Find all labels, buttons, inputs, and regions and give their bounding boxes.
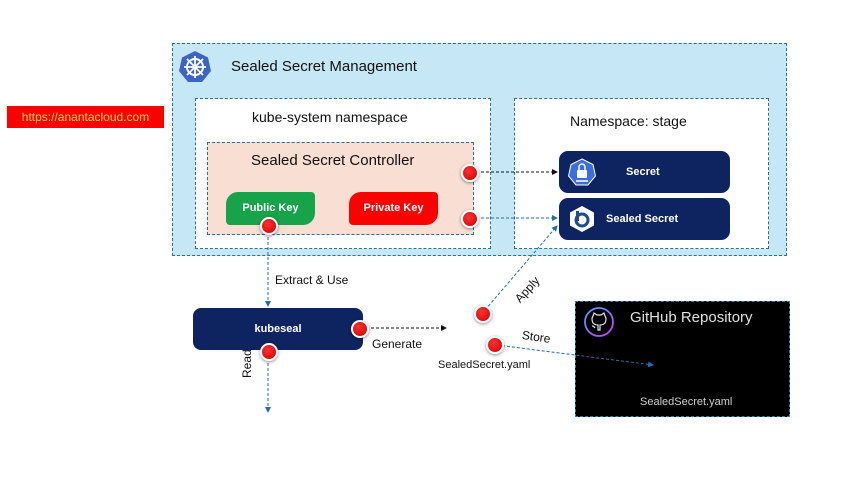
- generate-label: Generate: [372, 337, 423, 351]
- github-octocat-icon: [584, 307, 614, 337]
- connector-dot-store[interactable]: [486, 336, 504, 354]
- private-key-node[interactable]: Private Key: [349, 192, 438, 225]
- sealed-secret-yaml-label: SealedSecret.yaml: [438, 359, 531, 371]
- apply-arrow: [484, 225, 558, 311]
- connector-dot-public-key[interactable]: [260, 217, 278, 235]
- bitnami-icon: [570, 206, 594, 232]
- secret-label: Secret: [626, 166, 660, 178]
- github-repository-box[interactable]: [575, 301, 790, 417]
- connector-dot-kubeseal-generate[interactable]: [351, 320, 369, 338]
- connector-dot-kubeseal-read[interactable]: [260, 343, 278, 361]
- sealed-secret-label: Sealed Secret: [606, 213, 679, 225]
- kubeseal-node[interactable]: kubeseal: [193, 308, 363, 350]
- github-title: GitHub Repository: [630, 309, 753, 326]
- read-label: Read: [240, 349, 254, 378]
- kube-system-title: kube-system namespace: [252, 109, 408, 125]
- kubernetes-secret-icon: [568, 158, 596, 186]
- store-arrow: [496, 344, 654, 368]
- connector-dot-apply[interactable]: [474, 305, 492, 323]
- controller-title: Sealed Secret Controller: [251, 152, 415, 169]
- public-key-node[interactable]: Public Key: [226, 192, 315, 225]
- connector-dot-controller-secret[interactable]: [461, 164, 479, 182]
- website-url-badge[interactable]: https://anantacloud.com: [7, 106, 164, 128]
- connector-dot-controller-sealed[interactable]: [461, 210, 479, 228]
- cluster-title: Sealed Secret Management: [231, 58, 417, 75]
- extract-use-label: Extract & Use: [275, 273, 349, 287]
- github-file-label: SealedSecret.yaml: [640, 396, 733, 408]
- stage-namespace-title: Namespace: stage: [570, 113, 687, 129]
- secret-resource-node[interactable]: Secret: [559, 151, 730, 193]
- kubernetes-helm-wheel-icon: [179, 51, 211, 82]
- sealed-secret-resource-node[interactable]: Sealed Secret: [559, 198, 730, 240]
